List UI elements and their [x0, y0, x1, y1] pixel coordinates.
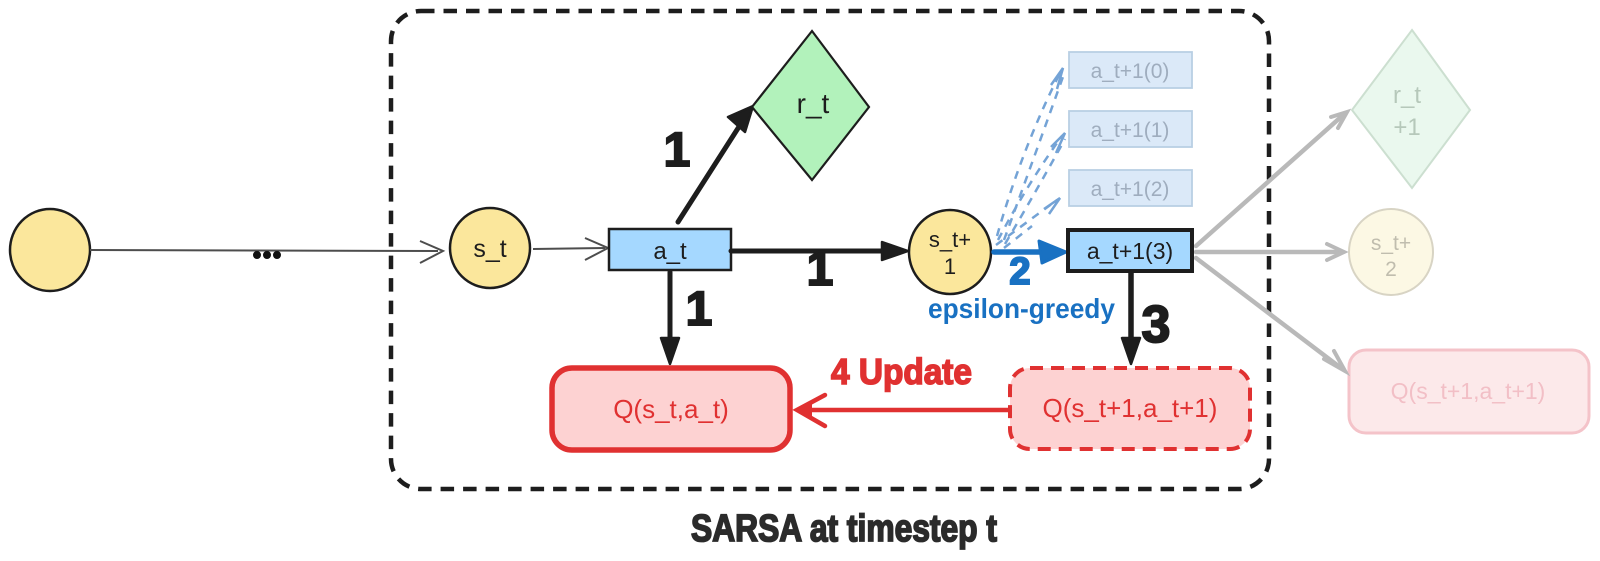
svg-text:a_t+1(3): a_t+1(3): [1087, 238, 1173, 264]
svg-text:a_t+1(2): a_t+1(2): [1091, 178, 1170, 201]
svg-text:s_t+: s_t+: [1371, 232, 1411, 255]
svg-text:r_t: r_t: [1393, 82, 1421, 109]
svg-text:Q(s_t,a_t): Q(s_t,a_t): [613, 394, 729, 424]
svg-text:a_t: a_t: [653, 238, 687, 265]
svg-text:epsilon-greedy: epsilon-greedy: [928, 293, 1115, 324]
svg-text:1: 1: [664, 124, 691, 177]
svg-text:2: 2: [1009, 251, 1030, 293]
svg-text:1: 1: [807, 243, 834, 296]
svg-text:1: 1: [944, 254, 956, 279]
svg-text:Q(s_t+1,a_t+1): Q(s_t+1,a_t+1): [1043, 393, 1218, 423]
svg-text:SARSA at timestep t: SARSA at timestep t: [691, 508, 997, 550]
svg-text:s_t+: s_t+: [929, 227, 971, 252]
svg-text:3: 3: [1142, 296, 1171, 354]
svg-text:a_t+1(0): a_t+1(0): [1091, 60, 1170, 83]
svg-text:2: 2: [1385, 258, 1397, 281]
svg-text:r_t: r_t: [797, 88, 830, 119]
svg-text:4 Update: 4 Update: [831, 351, 972, 392]
svg-text:a_t+1(1): a_t+1(1): [1091, 119, 1170, 142]
svg-text:s_t: s_t: [473, 235, 506, 263]
svg-text:+1: +1: [1393, 114, 1420, 141]
svg-text:1: 1: [686, 283, 713, 336]
svg-text:Q(s_t+1,a_t+1): Q(s_t+1,a_t+1): [1391, 378, 1546, 404]
